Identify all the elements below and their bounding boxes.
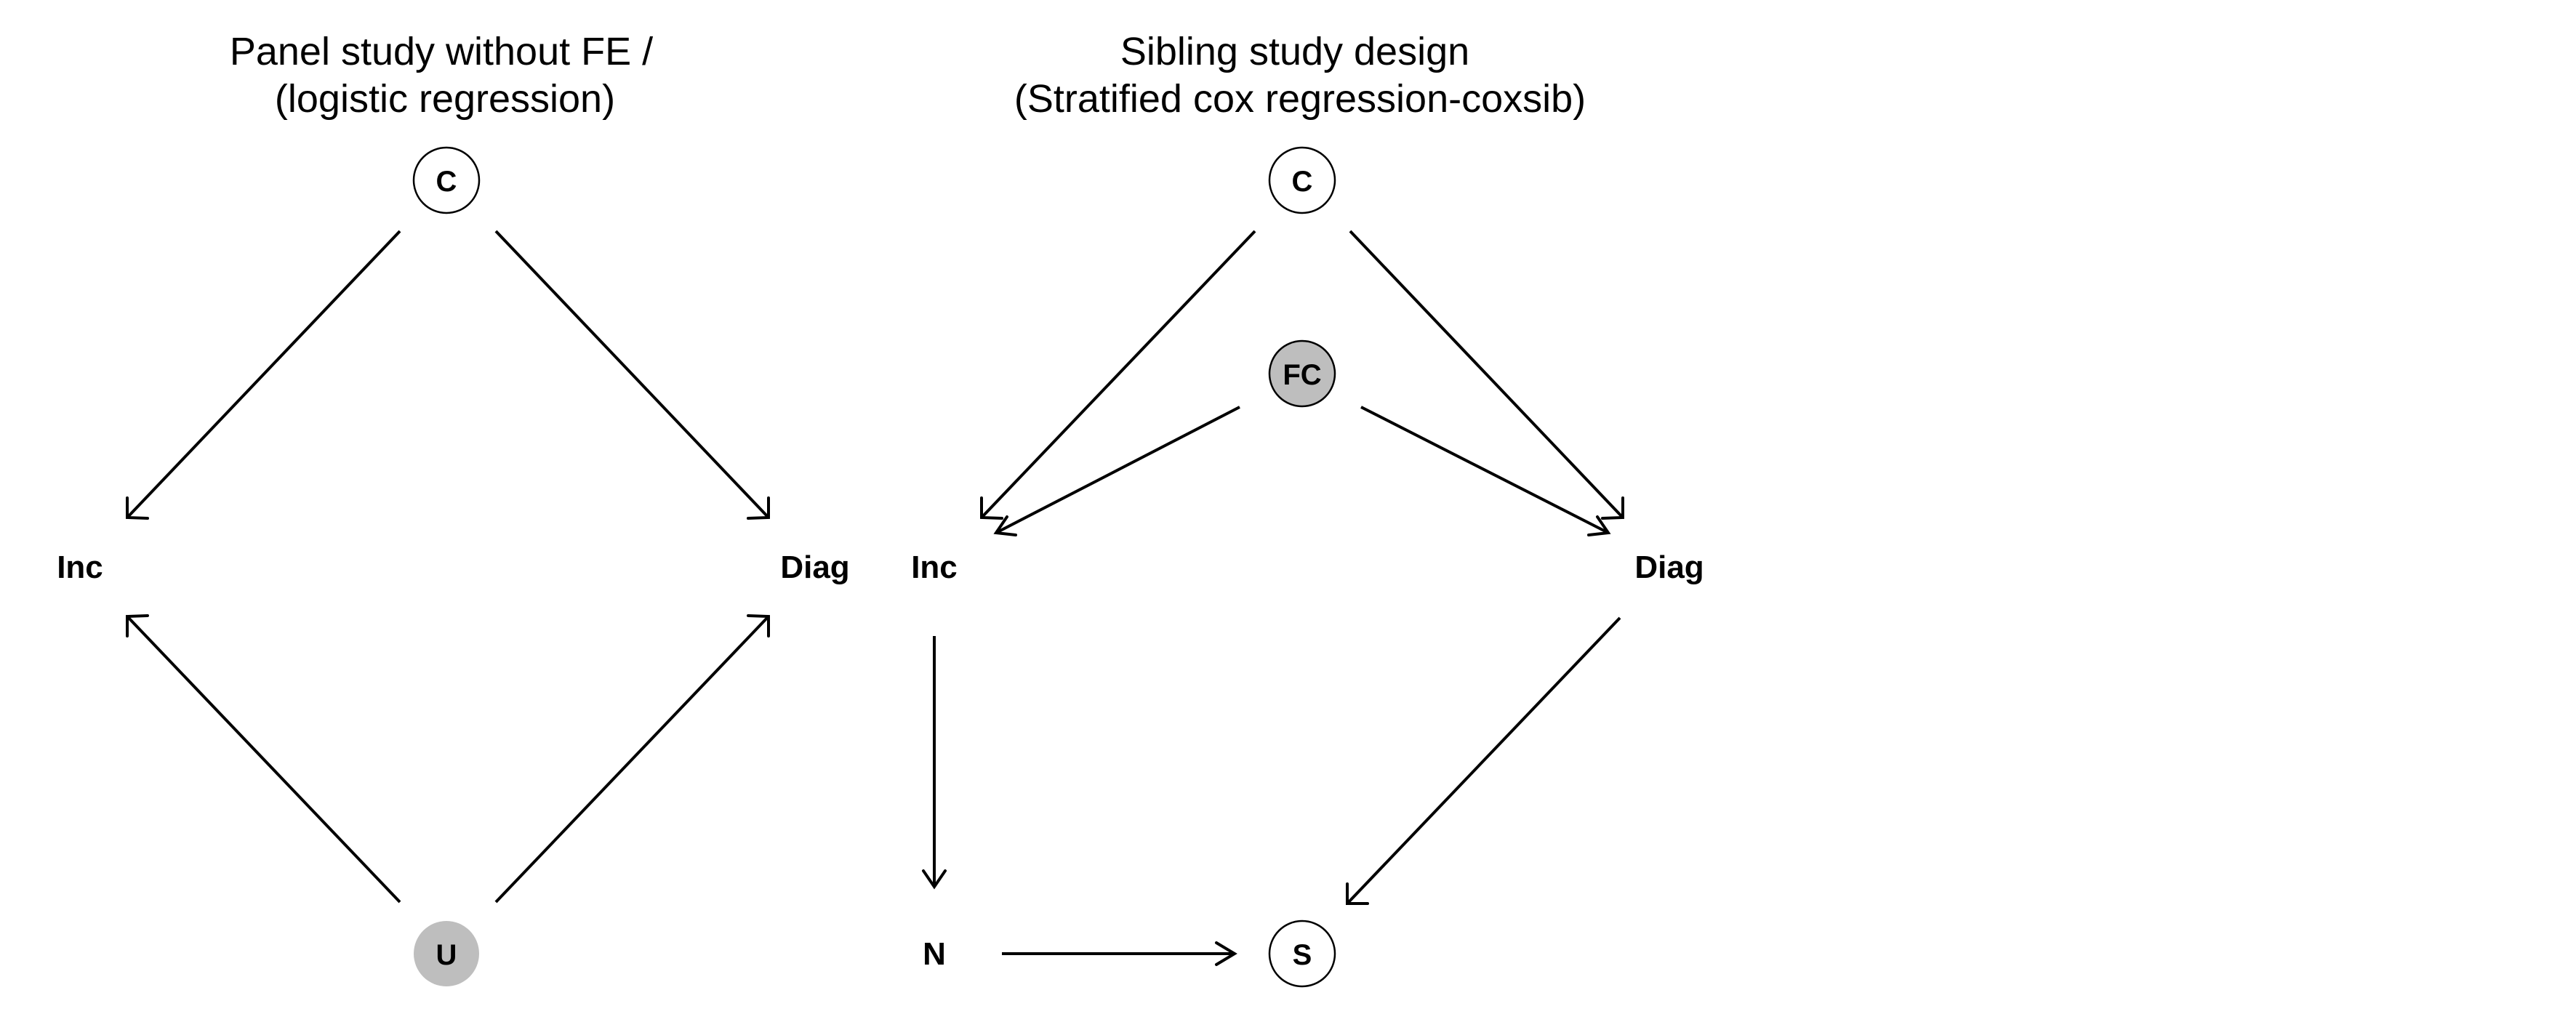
node-s-label: S [1293, 939, 1312, 971]
panel-left-title-line1: Panel study without FE / [230, 30, 653, 73]
edge-u-to-diag [494, 614, 770, 904]
node-u: U [414, 921, 479, 986]
edge-inc-to-n [922, 636, 947, 890]
node-fc-label: FC [1283, 359, 1321, 391]
node-c: C [412, 146, 481, 214]
node-inc: Inc [57, 550, 103, 585]
node-s: S [1268, 920, 1336, 988]
node-inc-right: Inc [911, 550, 958, 585]
panel-right-title-line2: (Stratified cox regression-coxsib) [1014, 77, 1586, 121]
panel-right: Sibling study design (Stratified cox reg… [911, 30, 1704, 988]
edge-c-to-inc-right [980, 230, 1256, 520]
edge-c-to-inc [126, 230, 401, 520]
node-c-right-label: C [1292, 166, 1313, 198]
edge-fc-to-diag [1360, 406, 1611, 536]
node-c-label: C [436, 166, 457, 198]
panel-left: Panel study without FE / (logistic regre… [57, 30, 850, 986]
edge-diag-to-s [1346, 616, 1621, 905]
node-inc-label: Inc [57, 550, 103, 585]
edge-fc-to-inc [993, 406, 1240, 536]
node-diag-label: Diag [780, 550, 849, 585]
edge-n-to-s [1002, 941, 1237, 966]
node-diag-right-label: Diag [1634, 550, 1704, 585]
node-inc-right-label: Inc [911, 550, 958, 585]
panel-right-title-line1: Sibling study design [1120, 30, 1469, 73]
node-c-right: C [1268, 146, 1336, 214]
node-diag-right: Diag [1634, 550, 1704, 585]
node-n-label: N [923, 936, 946, 972]
node-u-label: U [436, 939, 457, 971]
edge-u-to-inc [126, 614, 401, 904]
node-n: N [923, 936, 946, 972]
node-diag: Diag [780, 550, 849, 585]
node-fc: FC [1268, 339, 1336, 408]
edge-c-to-diag [494, 230, 770, 520]
panel-left-title-line2: (logistic regression) [275, 77, 615, 121]
edge-c-to-diag-right [1349, 230, 1624, 520]
